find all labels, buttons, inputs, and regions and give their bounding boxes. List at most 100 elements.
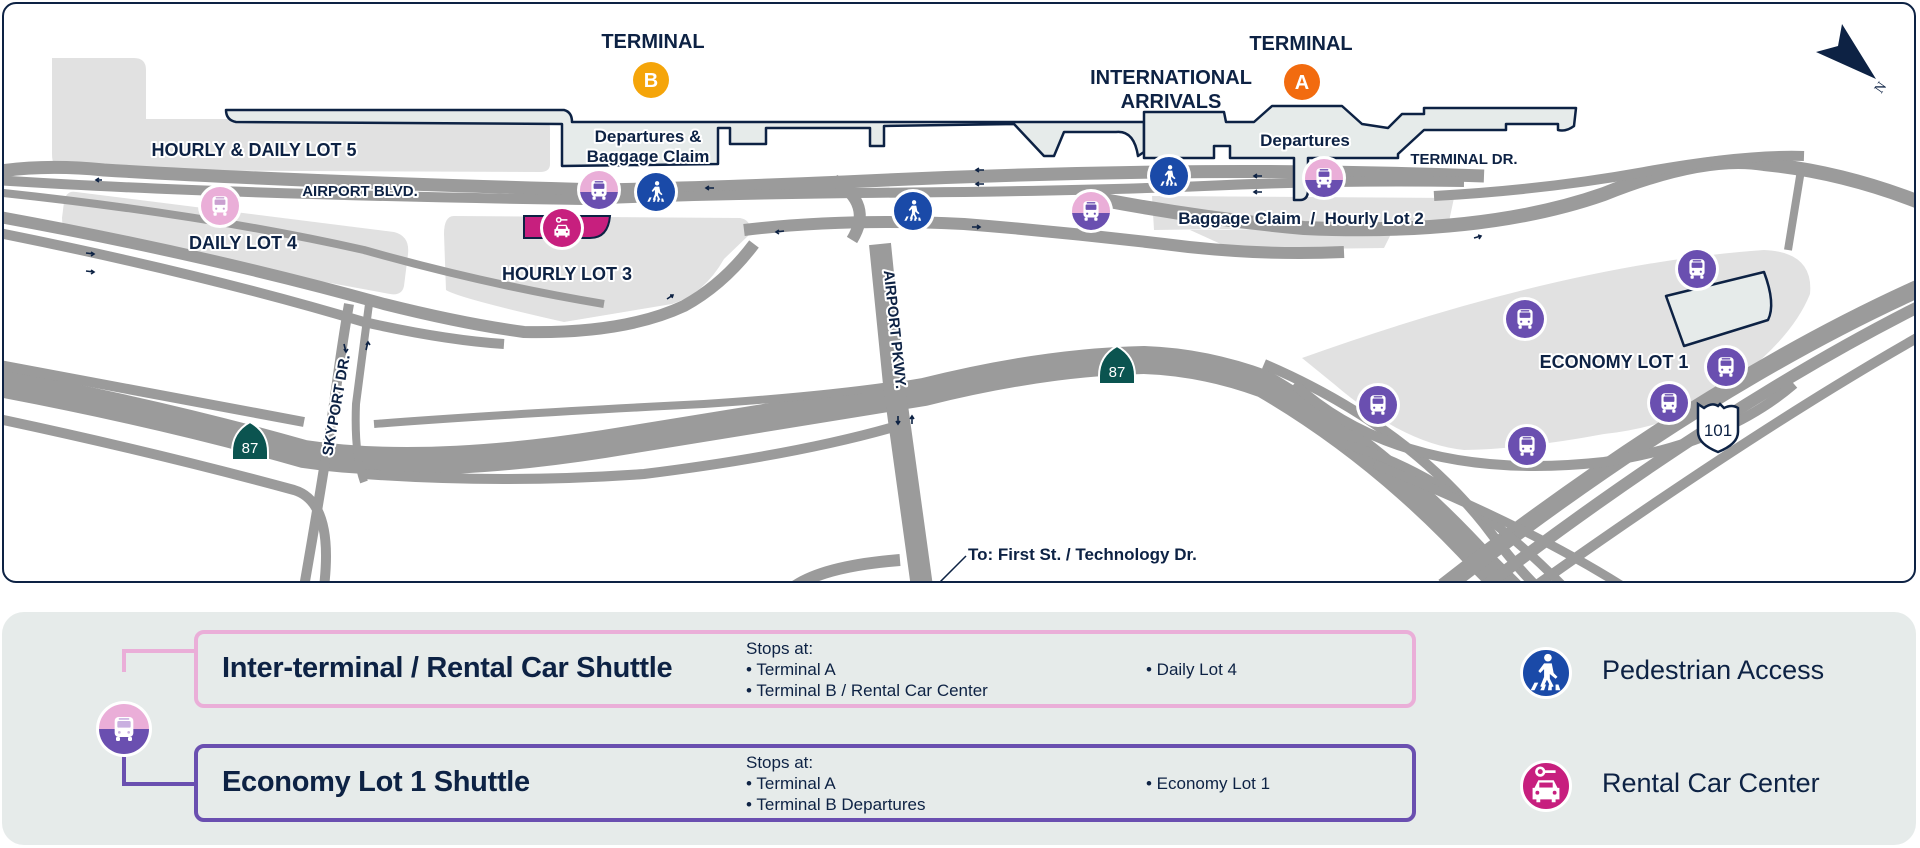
direction-pointer-line <box>939 555 967 581</box>
lot-4-label: DAILY LOT 4 <box>189 233 297 253</box>
stop-item: • Terminal A <box>746 660 836 679</box>
route-economy-lot-1-shuttle[interactable]: Economy Lot 1 Shuttle Stops at: • Termin… <box>194 744 1416 822</box>
shuttle-stop-economy-3[interactable] <box>1704 345 1748 389</box>
direction-note: To: First St. / Technology Dr. <box>968 545 1197 564</box>
highway-87 <box>4 345 1521 581</box>
economy-lot-1-label: ECONOMY LOT 1 <box>1540 352 1689 372</box>
lot-3-area <box>444 216 751 322</box>
highway-87-shield-west: 87 <box>231 420 269 461</box>
stops-heading: Stops at: <box>746 639 814 658</box>
route-stops-col2: • Economy Lot 1 <box>1146 773 1270 794</box>
arrow-icon <box>365 340 371 351</box>
shuttle-stop-economy-4[interactable] <box>1647 381 1691 425</box>
north-arrow-icon <box>1816 24 1876 79</box>
shuttle-stop-terminal-a-west[interactable] <box>1069 189 1113 233</box>
lot-3-label: HOURLY LOT 3 <box>502 264 632 284</box>
shuttle-stop-economy-1[interactable] <box>1675 247 1719 291</box>
terminal-buildings <box>224 104 1773 348</box>
pedestrian-icon <box>1520 647 1572 699</box>
route-title: Inter-terminal / Rental Car Shuttle <box>222 652 673 684</box>
arrow-icon <box>666 294 675 300</box>
lot-5-area <box>52 58 550 172</box>
shuttle-stop-economy-6[interactable] <box>1505 424 1549 468</box>
intl-arrivals-line2: ARRIVALS <box>1121 91 1222 113</box>
arrow-icon <box>94 177 102 183</box>
road-west-2 <box>4 228 505 349</box>
route-inter-terminal-shuttle[interactable]: Inter-terminal / Rental Car Shuttle Stop… <box>194 630 1416 708</box>
compass-n-label: N <box>1872 80 1890 97</box>
terminal-b-label: TERMINAL <box>601 31 704 53</box>
compass: N <box>1816 24 1890 96</box>
skyport-dr-label: SKYPORT DR. <box>319 353 354 457</box>
highway-101-3 <box>1533 333 1914 581</box>
route-stops: Stops at: • Terminal A • Terminal B Depa… <box>746 752 926 815</box>
rental-car-center-label: Rental Car Center <box>1602 768 1820 798</box>
arrow-icon <box>85 269 96 275</box>
arrow-icon <box>704 185 714 191</box>
arrow-icon <box>343 343 349 354</box>
terminal-dr-label: TERMINAL DR. <box>1410 151 1517 168</box>
pedestrian-crossing-airport-pkwy[interactable] <box>891 189 935 233</box>
pedestrian-access-label: Pedestrian Access <box>1602 655 1825 685</box>
highway-87-ramp-e <box>363 419 906 484</box>
highway-101-shield: 101 <box>1696 401 1740 454</box>
stop-item: • Terminal B / Rental Car Center <box>746 681 988 700</box>
terminal-b-letter: B <box>644 70 658 92</box>
arrow-icon <box>85 251 96 257</box>
highway-87-ramp-n <box>4 360 305 427</box>
highway-87-ramp-e2 <box>373 380 905 428</box>
arrow-icon <box>1473 234 1483 240</box>
road-terminal-dr-2 <box>1433 150 1805 201</box>
arrow-icon <box>974 167 984 173</box>
terminal-a-badge[interactable]: A <box>1284 64 1320 100</box>
highway-101-1 <box>1438 280 1914 581</box>
route-title: Economy Lot 1 Shuttle <box>222 766 530 798</box>
terminal-b-building <box>224 108 1146 168</box>
shuttle-stops <box>198 154 1748 468</box>
baggage-claim-lot2-label: Baggage Claim / Hourly Lot 2 <box>1178 209 1424 228</box>
arrow-icon <box>972 224 982 230</box>
svg-text:87: 87 <box>1109 364 1126 381</box>
terminal-b-baggage-label: Baggage Claim <box>587 147 710 166</box>
pedestrian-crossing-terminal-b[interactable] <box>634 170 678 214</box>
legend-panel: Inter-terminal / Rental Car Shuttle Stop… <box>2 612 1916 845</box>
shuttle-stop-terminal-b[interactable] <box>577 168 621 212</box>
intl-arrivals-line1: INTERNATIONAL <box>1090 67 1252 89</box>
arrow-icon <box>1252 189 1262 195</box>
stop-item: • Terminal B Departures <box>746 795 926 814</box>
shuttle-stop-terminal-a[interactable] <box>1302 156 1346 200</box>
road-west-3 <box>4 189 605 308</box>
shuttle-stop-daily-lot-4[interactable] <box>198 184 242 228</box>
arrow-icon <box>774 229 785 235</box>
road-skyport-dr-2 <box>351 303 373 484</box>
arrow-icon <box>974 181 984 187</box>
terminal-a-departures-label: Departures <box>1260 131 1350 150</box>
road-airport-blvd-north <box>4 160 1485 197</box>
shuttle-stop-economy-5[interactable] <box>1356 383 1400 427</box>
pedestrian-crossing-terminal-a[interactable] <box>1147 154 1191 198</box>
economy-lot-1-building <box>1664 270 1773 348</box>
road-loop-curve <box>830 174 866 244</box>
airport-map: TERMINAL TERMINAL INTERNATIONAL ARRIVALS… <box>2 2 1916 583</box>
terminal-b-badge[interactable]: B <box>633 62 669 98</box>
road-airport-pkwy <box>869 242 933 581</box>
rental-car-icon <box>1520 760 1572 812</box>
terminal-b-departures-label: Departures & <box>595 127 702 146</box>
shuttle-stop-economy-2[interactable] <box>1503 297 1547 341</box>
airport-blvd-label: AIRPORT BLVD. <box>302 183 418 200</box>
route-stops-col2: • Daily Lot 4 <box>1146 659 1237 680</box>
arrow-icon <box>909 414 915 424</box>
stop-item: • Daily Lot 4 <box>1146 660 1237 679</box>
terminal-a-building <box>1142 104 1578 202</box>
terminal-a-label: TERMINAL <box>1249 33 1352 55</box>
stop-item: • Economy Lot 1 <box>1146 774 1271 793</box>
arrow-icon <box>895 416 901 426</box>
highway-87-ramp-s <box>4 415 331 581</box>
road-economy-east <box>1784 163 1806 251</box>
road-skyport-dr <box>299 303 354 581</box>
lot-4-area <box>62 191 409 295</box>
direction-arrows <box>85 167 1483 426</box>
shuttle-legend-icon <box>96 701 152 757</box>
rental-car-center-marker[interactable] <box>540 206 584 250</box>
route-stops: Stops at: • Terminal A • Terminal B / Re… <box>746 638 988 701</box>
